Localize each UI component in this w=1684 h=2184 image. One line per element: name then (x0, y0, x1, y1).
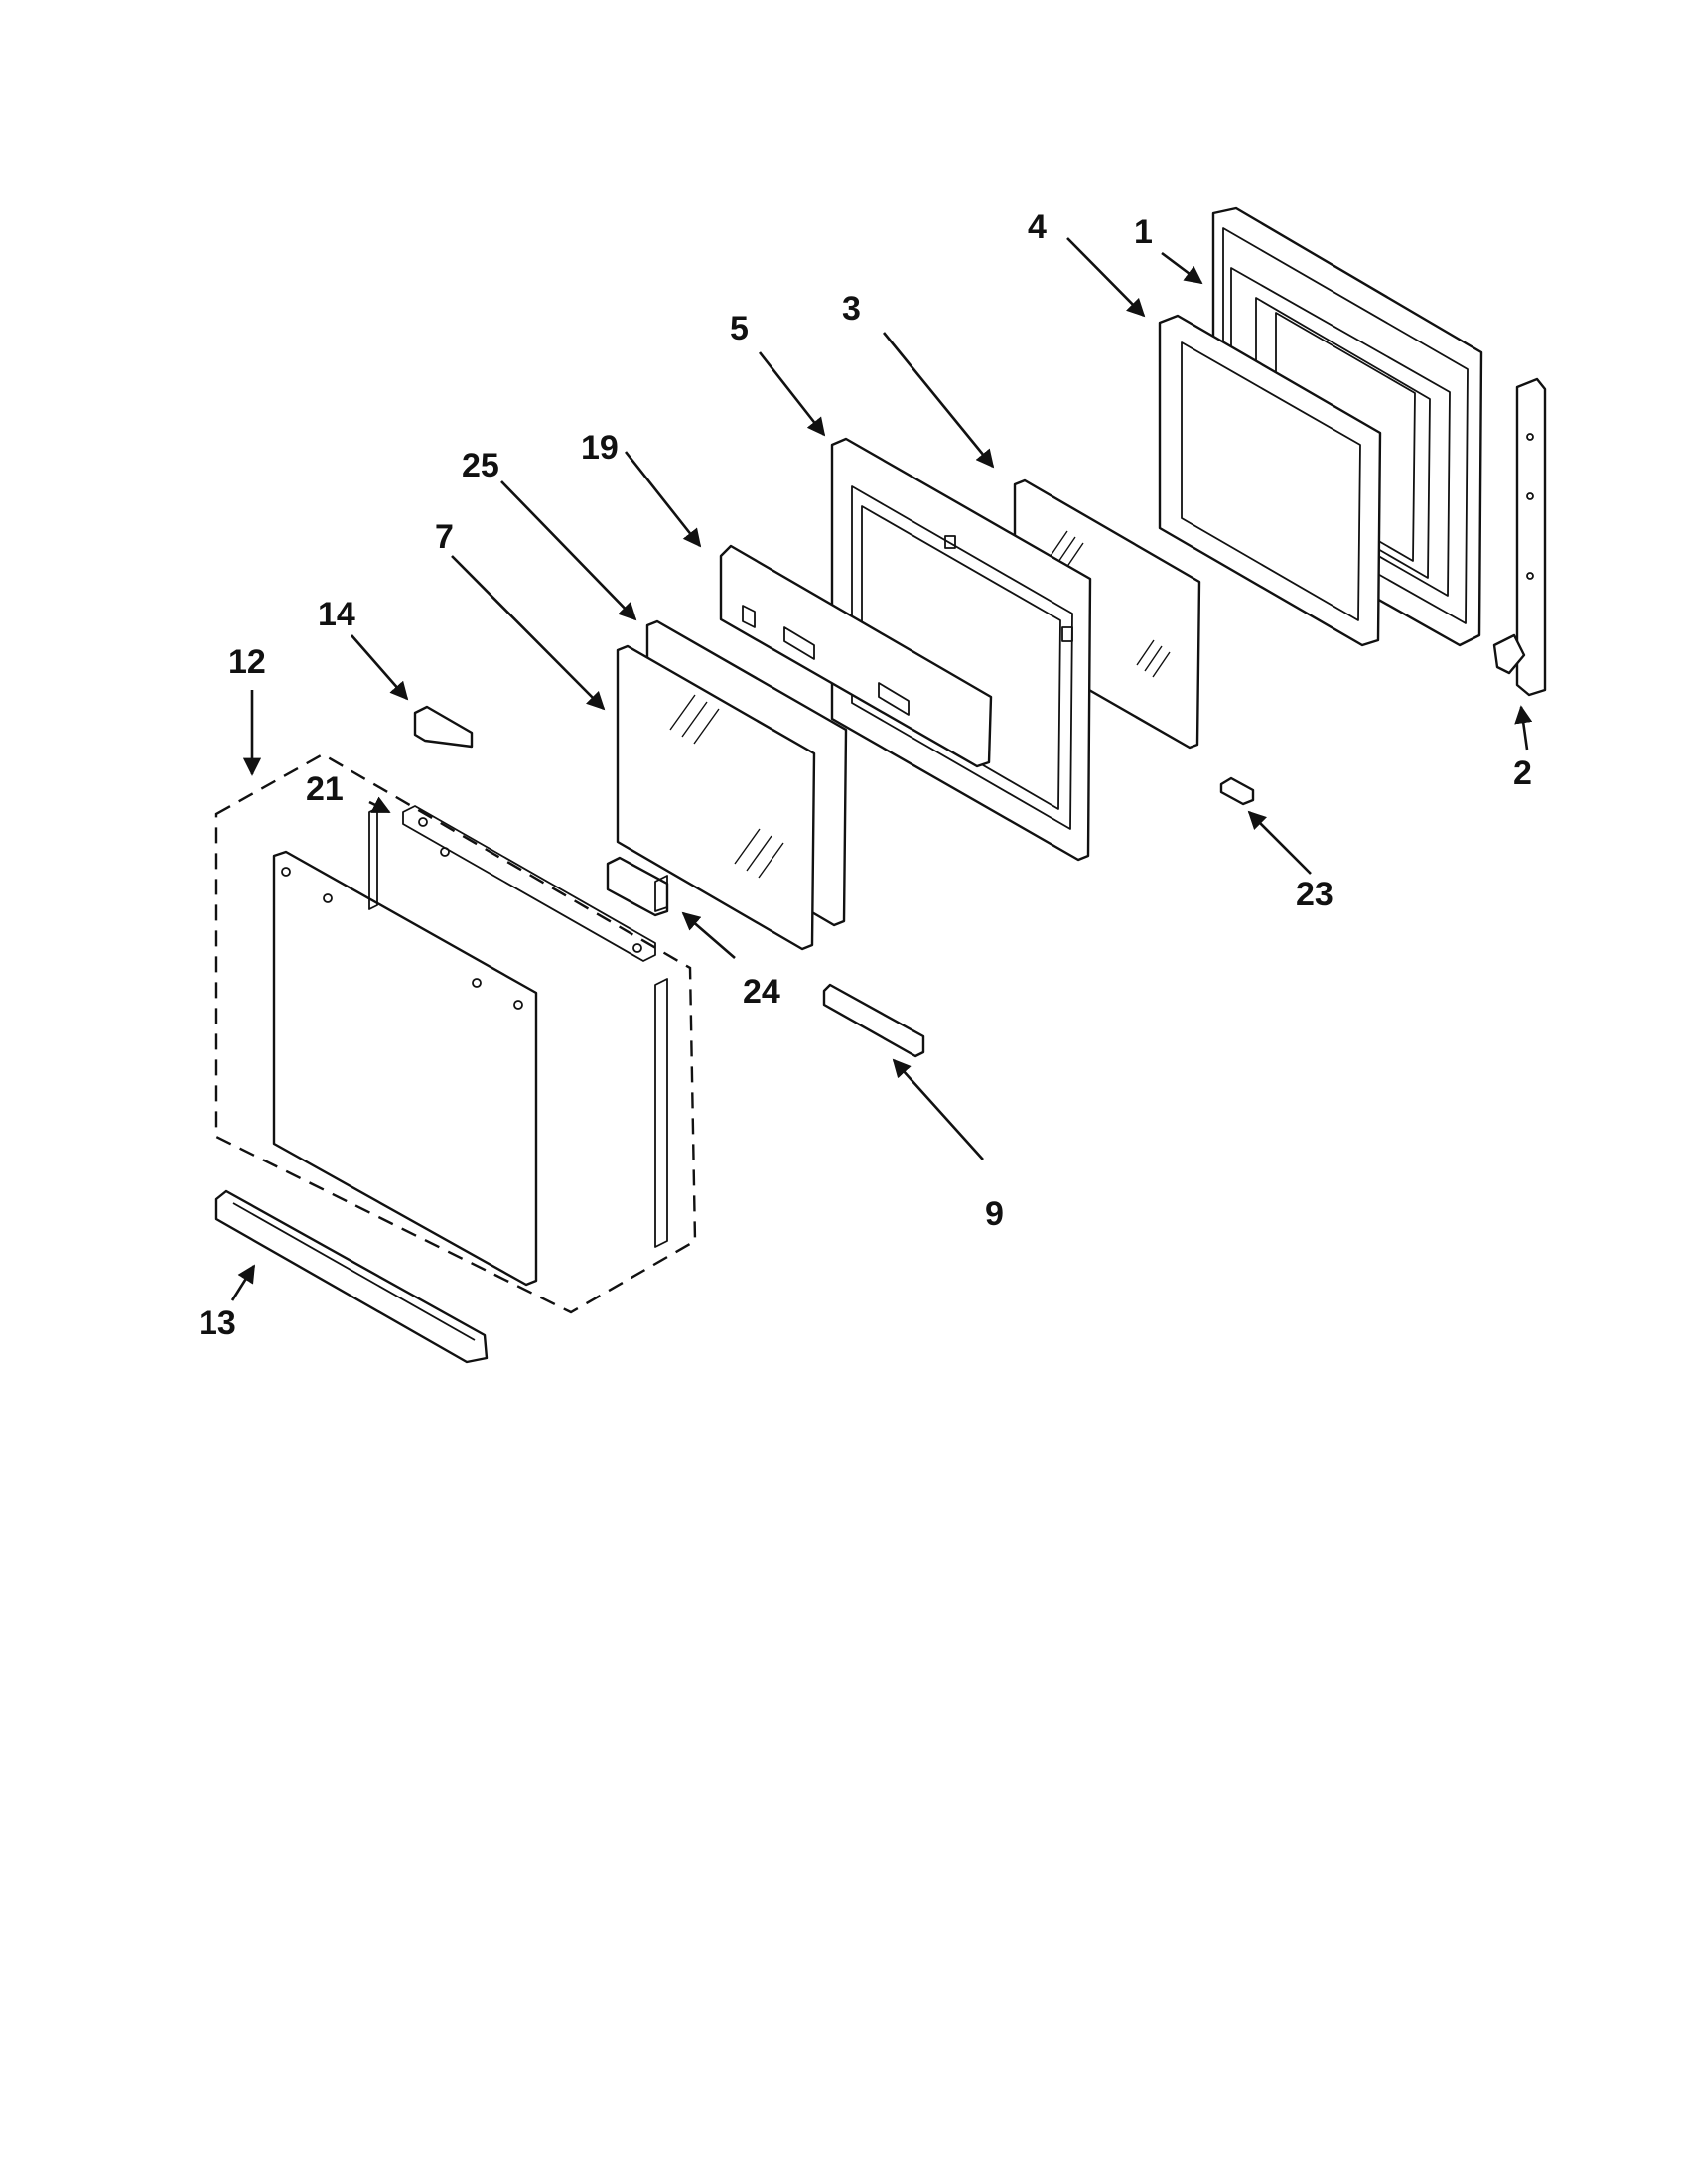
callout-1: 1 (1134, 213, 1153, 251)
callout-21: 21 (306, 770, 344, 808)
callout-4: 4 (1028, 208, 1047, 246)
callout-2: 2 (1513, 754, 1532, 792)
callout-3: 3 (842, 290, 861, 328)
part-23-clip (1219, 776, 1255, 806)
part-14-bracket (413, 705, 474, 749)
part-19-shield (719, 544, 993, 768)
callout-5: 5 (730, 310, 749, 347)
part-2-hinge (1492, 377, 1547, 697)
part-7-glass-front (616, 644, 816, 951)
callout-19: 19 (581, 429, 619, 467)
callout-23: 23 (1296, 876, 1333, 913)
callout-labels: 1 2 3 4 5 7 9 12 13 14 19 21 23 24 25 (199, 208, 1532, 1342)
callout-9: 9 (985, 1195, 1004, 1233)
part-24-bracket (606, 856, 669, 917)
leader-lines (230, 237, 1533, 1301)
callout-14: 14 (318, 596, 355, 633)
callout-13: 13 (199, 1304, 236, 1342)
callout-25: 25 (462, 447, 499, 484)
part-4-trim-frame (1158, 314, 1382, 647)
part-13-handle (214, 1189, 489, 1364)
callout-24: 24 (743, 973, 780, 1011)
callout-7: 7 (435, 518, 454, 556)
part-9-strip (822, 983, 925, 1058)
callout-12: 12 (228, 643, 266, 681)
part-12-outer-door-assembly (214, 752, 697, 1314)
